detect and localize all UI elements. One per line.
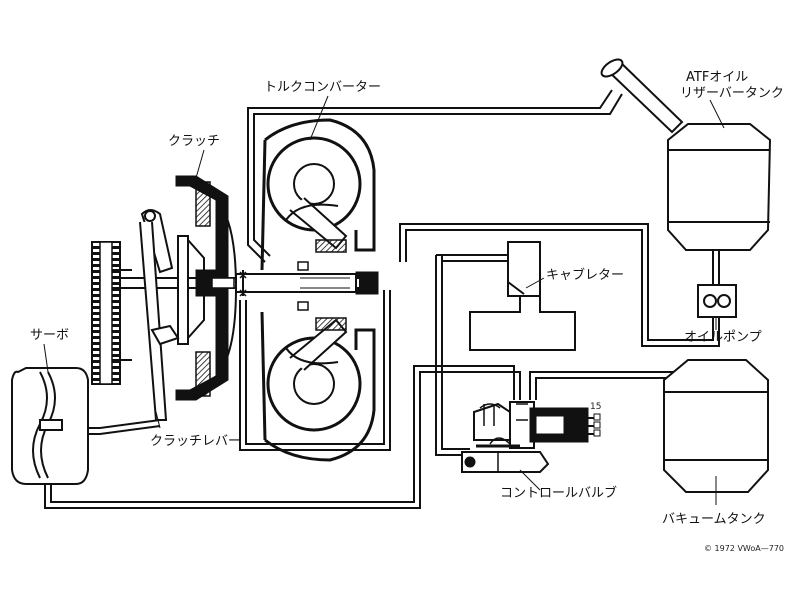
label-oil-pump: オイルポンプ xyxy=(684,330,762,345)
converter-lower-pipe xyxy=(239,290,391,451)
atf-return-pipe xyxy=(247,89,613,263)
terminal-number: 15 xyxy=(590,402,602,412)
control-valve xyxy=(461,401,601,473)
clutch-lever xyxy=(60,209,180,435)
copyright-notice: © 1972 VWoA—770 xyxy=(704,544,784,553)
label-atf-tank-line1: ATFオイル xyxy=(686,70,749,85)
label-vacuum-tank: バキュームタンク xyxy=(662,512,766,527)
label-clutch: クラッチ xyxy=(168,134,221,149)
label-torque-converter: トルクコンバーター xyxy=(264,80,382,95)
vacuum-tank-pipe xyxy=(529,371,680,400)
atf-reservoir-tank xyxy=(600,58,772,251)
torque-converter xyxy=(260,118,379,462)
label-clutch-lever: クラッチレバー xyxy=(150,434,242,449)
clutch-assembly xyxy=(175,175,238,401)
carburetor xyxy=(469,241,576,351)
servo-vacuum-pipe xyxy=(44,371,521,509)
label-control-valve: コントロールバルブ xyxy=(500,486,618,501)
carb-vacuum-pipe xyxy=(435,255,470,456)
vacuum-tank xyxy=(663,359,769,493)
servo xyxy=(11,367,89,485)
leader-lines xyxy=(43,95,725,505)
label-atf-tank-line2: リザーバータンク xyxy=(680,86,784,101)
pipes xyxy=(44,89,720,509)
flywheel-gear xyxy=(91,241,132,385)
label-servo: サーボ xyxy=(30,328,70,343)
oil-pump xyxy=(697,284,737,318)
label-carburetor: キャブレター xyxy=(546,268,625,283)
